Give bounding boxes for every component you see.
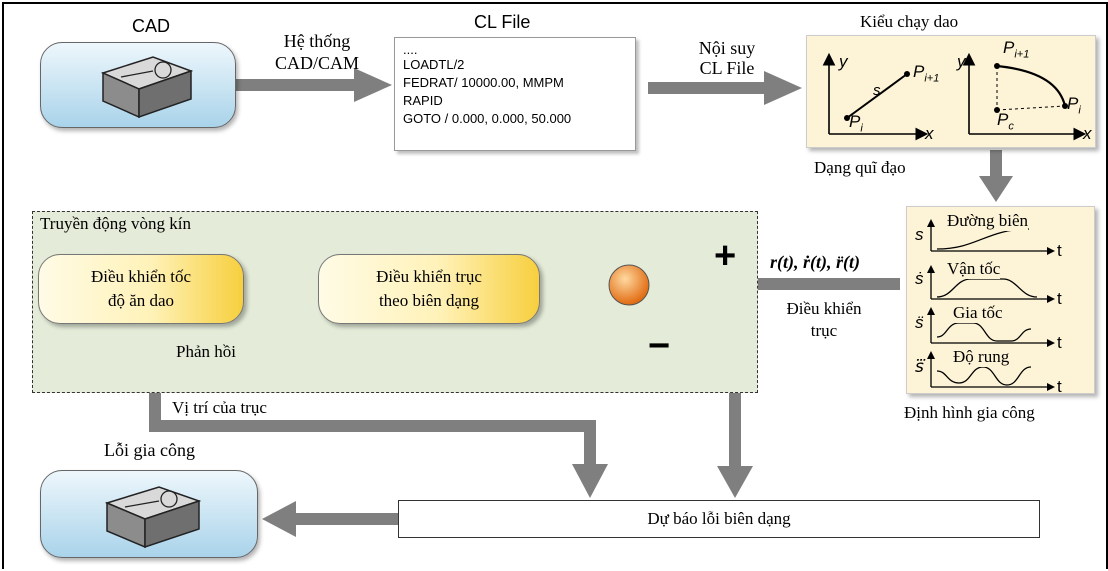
cl-file-title: CL File [474, 12, 531, 32]
point-label: Pi [849, 112, 863, 135]
arrowhead-path [764, 71, 802, 105]
axis-controller-box: Điều khiển trục theo biên dạng [318, 254, 540, 324]
tool-path-caption: Dạng quĩ đạo [814, 158, 906, 177]
time-label: t [1057, 377, 1062, 396]
profile-panel: s Đường biên t ṡ Vận tốc t s̈ Gia tốc t … [906, 206, 1095, 396]
arrowhead-error [262, 501, 296, 537]
line-position [149, 420, 596, 432]
cam-system-label: Hệ thống CAD/CAM [274, 31, 359, 73]
profile-symbol: s⃛ [915, 357, 924, 376]
contour-error-prediction-box: Dự báo lỗi biên dạng [398, 500, 1040, 538]
arrow-path-to-profile [990, 150, 1002, 178]
cl-file-box: .... LOADTL/2 FEDRAT/ 10000.00, MMPM RAP… [394, 37, 636, 151]
point-label: Pi+1 [913, 62, 940, 85]
feedback-label: Phản hồi [176, 342, 236, 361]
line-position-down [584, 420, 596, 466]
tool-path-drawing [822, 52, 1087, 141]
axis-control-label: Điều khiển trục [786, 299, 862, 340]
arrowhead-cl [354, 68, 392, 102]
cad-label: CAD [132, 16, 171, 36]
tool-path-title: Kiểu chạy dao [860, 12, 959, 31]
summing-node [608, 264, 650, 306]
feed-controller-box: Điều khiển tốc độ ăn dao [38, 254, 244, 324]
closed-loop-title: Truyền động vòng kín [40, 214, 191, 233]
segment-label: s [873, 82, 881, 99]
time-label: t [1057, 289, 1062, 308]
cl-line: LOADTL/2 [403, 57, 465, 72]
arrow-cad-to-cl [236, 79, 356, 91]
profile-name: Vận tốc [947, 259, 1001, 279]
interp-label: Nội suy CL File [698, 38, 756, 78]
machining-error-label: Lỗi gia công [104, 440, 195, 460]
profile-name: Gia tốc [953, 303, 1003, 323]
profile-symbol: s̈ [915, 313, 924, 332]
arrowhead-predict-2 [717, 466, 753, 498]
profile-name: Đường biên [947, 211, 1028, 231]
arrow-predict-to-error [292, 513, 400, 525]
time-label: t [1057, 241, 1062, 260]
axis-x-label: x [925, 124, 934, 143]
point-label: Pc [997, 110, 1014, 133]
cad-part-icon [100, 56, 194, 119]
plus-sign: + [714, 235, 737, 277]
arrowhead-profile [979, 176, 1013, 202]
arrowhead-predict-1 [572, 464, 608, 498]
minus-sign: − [648, 325, 671, 367]
arrow-cl-to-path [648, 82, 766, 94]
axis-y-label: y [957, 52, 966, 71]
error-part-icon [104, 486, 202, 549]
cl-line: RAPID [403, 93, 443, 108]
profile-name: Độ rung [953, 347, 1010, 367]
time-label: t [1057, 333, 1062, 352]
cl-line: FEDRAT/ 10000.00, MMPM [403, 75, 564, 90]
error-part-box [40, 470, 258, 558]
profile-caption: Định hình gia công [904, 403, 1035, 422]
profile-symbol: ṡ [915, 269, 924, 288]
cl-line: .... [403, 42, 418, 57]
axis-y-label: y [839, 52, 848, 71]
point-label: Pi [1067, 94, 1081, 117]
cad-box [40, 42, 236, 128]
axis-position-label: Vị trí của trục [172, 398, 267, 417]
reference-signal-label: r(t), ṙ(t), r̈(t) [770, 252, 860, 272]
profile-symbol: s [915, 225, 924, 244]
point-label: Pi+1 [1003, 38, 1030, 61]
cl-line: GOTO / 0.000, 0.000, 50.000 [403, 111, 572, 126]
axis-x-label: x [1083, 124, 1092, 143]
tool-path-panel: y x Pi s Pi+1 y x Pi+1 Pc Pi [806, 35, 1096, 148]
profile-drawing [927, 219, 1055, 391]
